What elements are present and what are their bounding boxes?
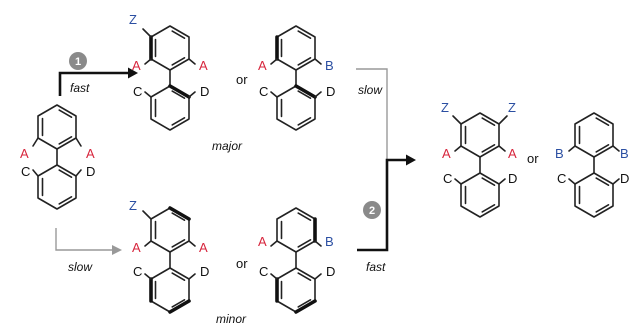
or-minor: or xyxy=(236,256,248,271)
starting-biaryl: A A C D xyxy=(20,104,95,210)
substituent-d: D xyxy=(86,164,95,179)
minor-product-2: A B C D xyxy=(258,207,335,314)
arrow-major-slow: slow xyxy=(356,68,388,160)
substituent-a: A xyxy=(258,58,267,73)
substituent-d: D xyxy=(326,84,335,99)
arrow-step2-fast: 2 fast xyxy=(357,154,416,274)
minor-product-1: Z A A C D xyxy=(129,198,209,314)
or-major: or xyxy=(236,72,248,87)
substituent-a: A xyxy=(132,240,141,255)
substituent-d: D xyxy=(326,264,335,279)
arrow-slow-down: slow xyxy=(55,228,122,274)
step-number-1: 1 xyxy=(75,56,81,68)
label-major: major xyxy=(212,139,243,153)
label-slow: slow xyxy=(358,83,383,97)
final-product-2: B B C D xyxy=(555,112,629,218)
major-product-1: Z A A C D xyxy=(129,12,209,131)
substituent-z: Z xyxy=(129,198,137,213)
substituent-z: Z xyxy=(441,100,449,115)
substituent-z: Z xyxy=(508,100,516,115)
substituent-c: C xyxy=(557,171,566,186)
substituent-a: A xyxy=(258,234,267,249)
step-number-2: 2 xyxy=(369,205,375,217)
substituent-a: A xyxy=(132,58,141,73)
step-badge-1 xyxy=(69,52,87,70)
substituent-c: C xyxy=(259,264,268,279)
substituent-a: A xyxy=(86,146,95,161)
substituent-c: C xyxy=(259,84,268,99)
label-fast: fast xyxy=(366,260,386,274)
substituent-c: C xyxy=(21,164,30,179)
arrow-step1-fast: 1 fast xyxy=(58,52,138,96)
substituent-a: A xyxy=(199,58,208,73)
final-product-1: Z Z A A C D xyxy=(441,100,517,218)
step-badge-2 xyxy=(363,201,381,219)
substituent-d: D xyxy=(508,171,517,186)
substituent-a: A xyxy=(508,146,517,161)
substituent-z: Z xyxy=(129,12,137,27)
substituent-b: B xyxy=(620,146,629,161)
substituent-b: B xyxy=(325,58,334,73)
substituent-b: B xyxy=(555,146,564,161)
label-slow: slow xyxy=(68,260,93,274)
substituent-c: C xyxy=(133,264,142,279)
or-final: or xyxy=(527,151,539,166)
substituent-a: A xyxy=(199,240,208,255)
label-fast: fast xyxy=(70,81,90,95)
substituent-c: C xyxy=(443,171,452,186)
substituent-d: D xyxy=(200,264,209,279)
substituent-b: B xyxy=(325,234,334,249)
substituent-d: D xyxy=(200,84,209,99)
substituent-c: C xyxy=(133,84,142,99)
substituent-d: D xyxy=(620,171,629,186)
major-product-2: A B C D xyxy=(258,25,335,131)
substituent-a: A xyxy=(20,146,29,161)
label-minor: minor xyxy=(216,312,247,326)
substituent-a: A xyxy=(442,146,451,161)
